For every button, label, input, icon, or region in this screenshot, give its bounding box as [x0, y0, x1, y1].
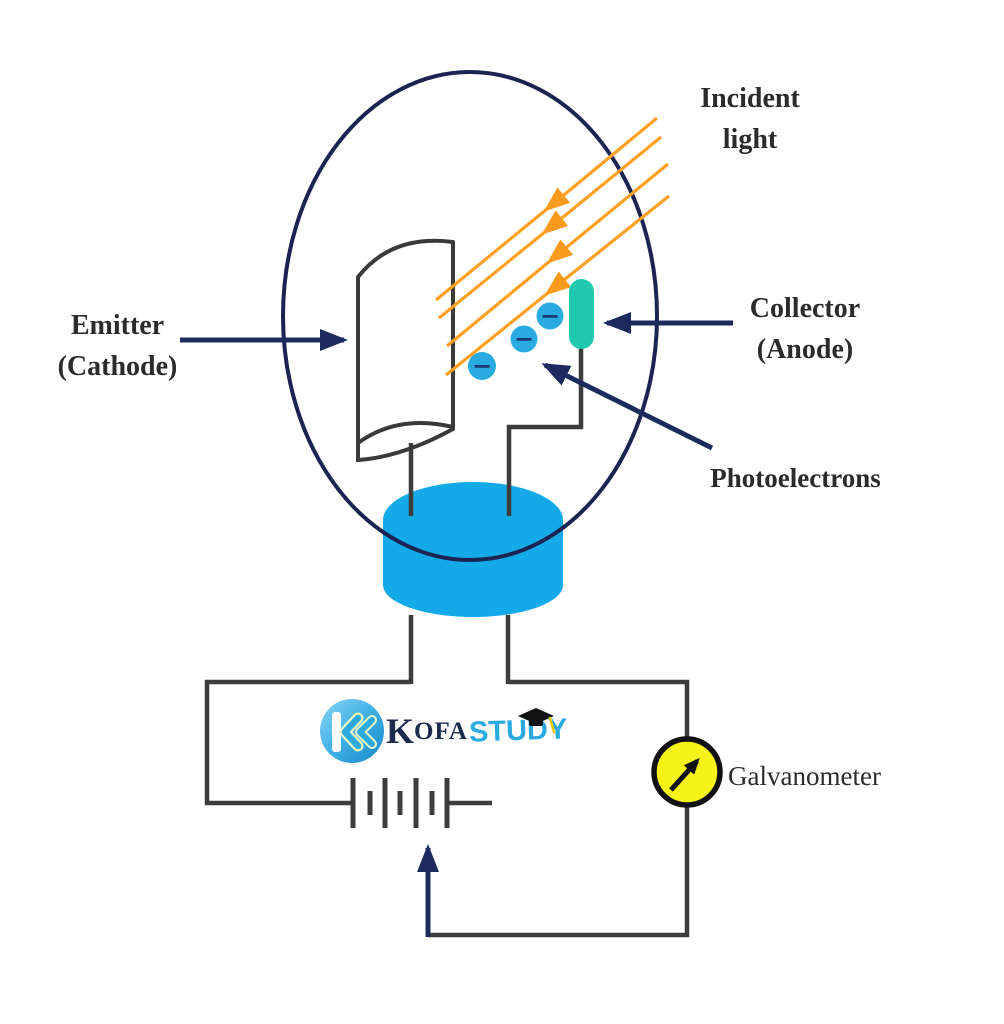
- kofastudy-logo-glyphs: [332, 712, 377, 752]
- incident-light-label: Incident light: [670, 78, 830, 160]
- galvanometer-label: Galvanometer: [728, 761, 881, 791]
- light-ray: [434, 116, 659, 302]
- collector-anode-plate: [569, 279, 594, 349]
- logo-chevron-icon: [341, 714, 362, 750]
- electron: [468, 352, 496, 380]
- emitter-label: Emitter (Cathode): [30, 305, 205, 387]
- electron-minus-sign: −: [540, 302, 560, 330]
- emitter-label-line1: Emitter: [70, 310, 165, 341]
- electron-minus-sign: −: [514, 325, 534, 353]
- light-ray: [444, 194, 670, 377]
- wire-left-branch: [204, 679, 411, 806]
- electron: [510, 325, 538, 353]
- photoelectrons-label: Photoelectrons: [710, 463, 881, 493]
- logo-text-initial: K: [386, 711, 415, 751]
- logo-chevron-icon: [357, 717, 375, 747]
- annotation-arrows: [180, 312, 733, 937]
- electrode-wires: [408, 348, 584, 516]
- emitter-label-line2: (Cathode): [57, 351, 178, 382]
- light-ray: [437, 135, 663, 320]
- wire-right-branch: [508, 679, 690, 740]
- electron: [536, 302, 564, 330]
- wire-bottom-branch: [428, 806, 690, 938]
- electron-minus-sign: −: [472, 352, 492, 380]
- galvanometer-meter: [651, 736, 723, 808]
- collector-label: Collector (Anode): [725, 288, 885, 370]
- emitter-plate-face: [356, 238, 455, 445]
- light-ray: [445, 162, 670, 348]
- circuit-wires: [204, 615, 690, 938]
- collector-label-line2: (Anode): [756, 334, 854, 365]
- incident-light-label-line2: light: [722, 124, 778, 155]
- battery: [350, 778, 450, 828]
- emitter-plate-fold: [356, 427, 455, 463]
- logo-bar: [332, 712, 341, 752]
- bulb-base: [383, 482, 563, 617]
- collector-label-line1: Collector: [749, 293, 861, 324]
- vacuum-tube-outline: [281, 70, 659, 562]
- photoelectrons-group: − − −: [468, 302, 564, 380]
- galvanometer-needle: [669, 758, 700, 792]
- photoelectrons-pointer-arrow: [541, 362, 714, 451]
- emitter-plate: [356, 238, 455, 463]
- incident-light-label-line1: Incident: [700, 83, 800, 114]
- incident-light-rays: [434, 116, 670, 377]
- collector-wire: [506, 348, 584, 516]
- graduation-cap-icon: [518, 708, 556, 734]
- logo-text-kofa: OFA: [414, 717, 468, 745]
